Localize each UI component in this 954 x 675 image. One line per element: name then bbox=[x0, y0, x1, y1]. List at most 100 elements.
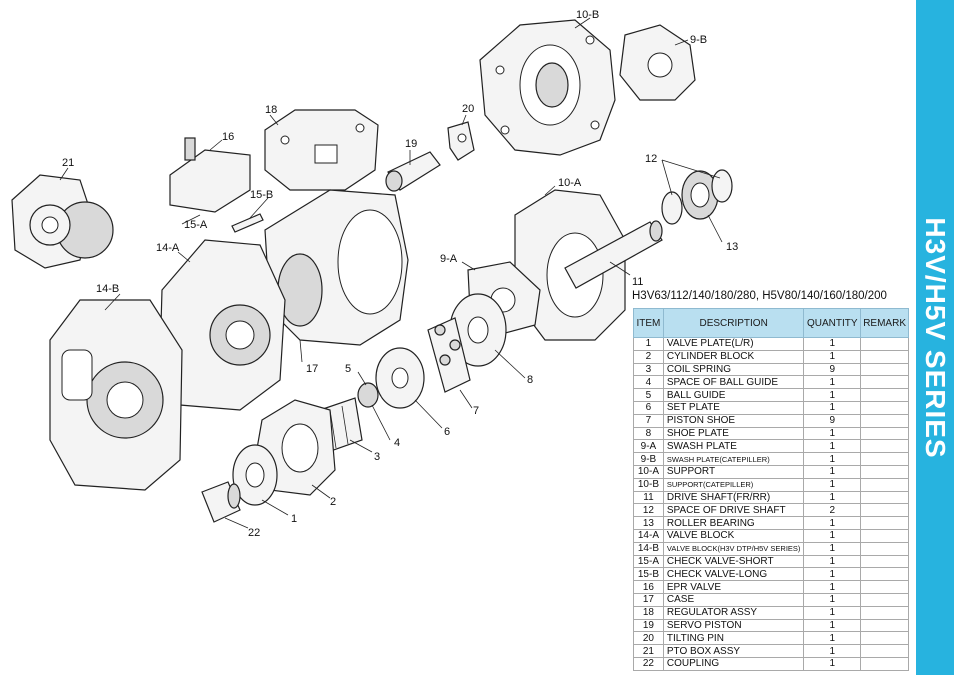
cell-item: 20 bbox=[633, 631, 664, 646]
part-swash-plate-caterpillar bbox=[619, 24, 696, 101]
callout-10-a: 10-A bbox=[558, 177, 582, 189]
callout-9-b: 9-B bbox=[690, 34, 707, 46]
cell-description: VALVE PLATE(L/R) bbox=[662, 337, 805, 351]
cell-remark bbox=[860, 528, 909, 543]
cell-item: 14-B bbox=[633, 541, 664, 556]
cell-quantity: 1 bbox=[803, 605, 862, 620]
callout-9-a: 9-A bbox=[440, 253, 458, 265]
cell-item: 19 bbox=[633, 618, 664, 633]
cell-quantity: 1 bbox=[803, 439, 862, 454]
callout-10-b: 10-B bbox=[576, 9, 599, 21]
cell-item: 13 bbox=[633, 516, 664, 530]
cell-remark bbox=[860, 580, 909, 594]
header-description: DESCRIPTION bbox=[662, 308, 805, 338]
cell-description: CYLINDER BLOCK bbox=[662, 349, 805, 364]
cell-item: 8 bbox=[633, 426, 664, 441]
callout-22: 22 bbox=[248, 527, 260, 539]
cell-description: PISTON SHOE bbox=[662, 413, 805, 428]
callout-14-b: 14-B bbox=[96, 283, 119, 295]
part-case bbox=[264, 189, 409, 346]
cell-quantity: 1 bbox=[803, 426, 862, 441]
cell-description: COIL SPRING bbox=[662, 362, 805, 377]
cell-description: SUPPORT bbox=[662, 464, 805, 479]
part-shoe-plate bbox=[449, 293, 507, 367]
cell-remark bbox=[860, 337, 909, 351]
cell-quantity: 1 bbox=[803, 656, 862, 671]
part-valve-block bbox=[159, 239, 286, 411]
part-valve-block-dtp bbox=[49, 299, 183, 491]
cell-remark bbox=[860, 388, 909, 402]
part-spacers-and-bearing bbox=[661, 169, 733, 225]
callout-1: 1 bbox=[291, 513, 297, 525]
cell-description: BALL GUIDE bbox=[662, 388, 805, 402]
callout-17: 17 bbox=[306, 363, 318, 375]
cell-remark bbox=[860, 554, 909, 569]
cell-description: SERVO PISTON bbox=[662, 618, 805, 633]
cell-description: EPR VALVE bbox=[662, 580, 805, 594]
cell-quantity: 2 bbox=[803, 503, 862, 518]
cell-quantity: 1 bbox=[803, 464, 862, 479]
cell-quantity: 1 bbox=[803, 490, 862, 505]
cell-remark bbox=[860, 477, 909, 492]
cell-quantity: 1 bbox=[803, 375, 862, 390]
cell-item: 3 bbox=[633, 362, 664, 377]
cell-quantity: 1 bbox=[803, 477, 862, 492]
cell-quantity: 1 bbox=[803, 516, 862, 530]
cell-item: 7 bbox=[633, 413, 664, 428]
part-regulator bbox=[264, 109, 379, 191]
cell-item: 1 bbox=[633, 337, 664, 351]
cell-item: 5 bbox=[633, 388, 664, 402]
cell-quantity: 9 bbox=[803, 362, 862, 377]
cell-description: ROLLER BEARING bbox=[662, 516, 805, 530]
cell-quantity: 1 bbox=[803, 554, 862, 569]
header-item: ITEM bbox=[633, 308, 664, 338]
header-quantity: QUANTITY bbox=[803, 308, 862, 338]
cell-remark bbox=[860, 516, 909, 530]
cell-description: SWASH PLATE bbox=[662, 439, 805, 454]
part-check-valve-long bbox=[231, 213, 264, 233]
cell-item: 16 bbox=[633, 580, 664, 594]
callout-6: 6 bbox=[444, 426, 450, 438]
cell-item: 11 bbox=[633, 490, 664, 505]
part-drive-shaft bbox=[564, 220, 663, 289]
cell-description: CHECK VALVE-LONG bbox=[662, 567, 805, 582]
cell-description: CHECK VALVE-SHORT bbox=[662, 554, 805, 569]
cell-description: SPACE OF BALL GUIDE bbox=[662, 375, 805, 390]
cell-item: 10-B bbox=[633, 477, 664, 492]
part-valve-plate bbox=[232, 444, 278, 506]
cell-item: 18 bbox=[633, 605, 664, 620]
cell-item: 15-B bbox=[633, 567, 664, 582]
cell-quantity: 1 bbox=[803, 567, 862, 582]
cell-item: 21 bbox=[633, 644, 664, 658]
cell-remark bbox=[860, 426, 909, 441]
part-ball-guide bbox=[357, 382, 379, 408]
cell-quantity: 1 bbox=[803, 592, 862, 607]
cell-description: SUPPORT(CATEPILLER) bbox=[662, 477, 805, 492]
cell-remark bbox=[860, 375, 909, 390]
cell-remark bbox=[860, 631, 909, 646]
cell-remark bbox=[860, 452, 909, 466]
part-set-plate bbox=[375, 347, 425, 409]
cell-description: DRIVE SHAFT(FR/RR) bbox=[662, 490, 805, 505]
callout-7: 7 bbox=[473, 405, 479, 417]
cell-item: 9-B bbox=[633, 452, 664, 466]
callout-4: 4 bbox=[394, 437, 400, 449]
cell-remark bbox=[860, 464, 909, 479]
part-piston-shoes bbox=[427, 317, 471, 393]
